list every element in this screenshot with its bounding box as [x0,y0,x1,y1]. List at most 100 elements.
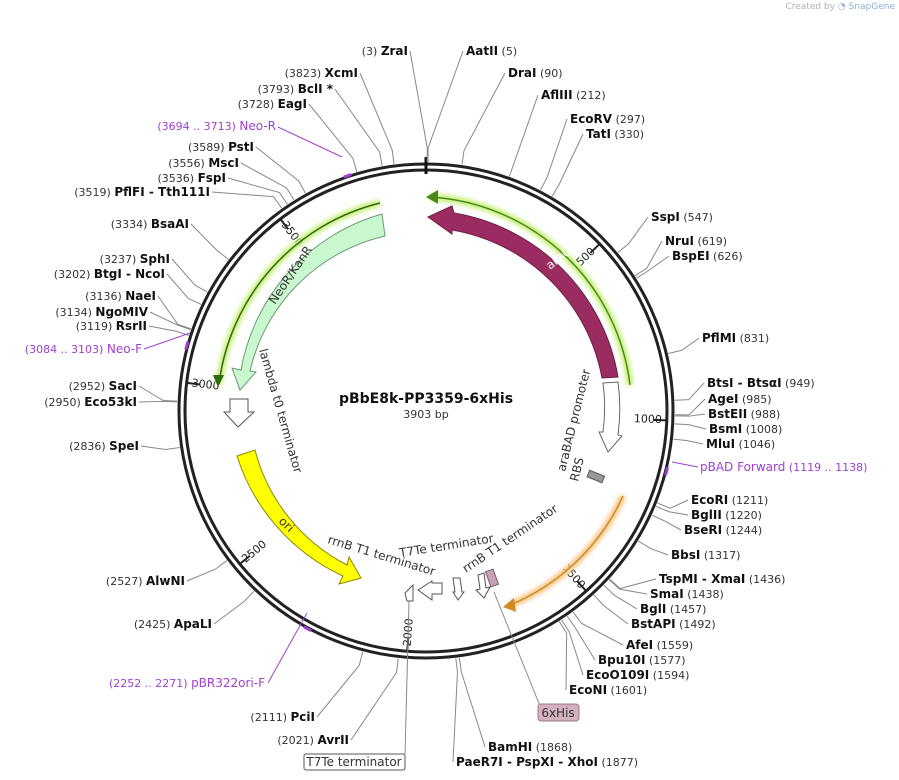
enzyme-site[interactable]: (3136) NaeI [85,289,156,303]
enzyme-site[interactable]: (3556) MscI [168,156,239,170]
enzyme-site[interactable]: (2021) AvrII [277,733,349,747]
primer-binding-mark [343,173,352,179]
enzyme-site[interactable]: AflIII (212) [541,88,606,102]
enzyme-site[interactable]: BglII (1220) [691,508,762,522]
svg-text:SmaI (1438): SmaI (1438) [650,587,724,601]
feature-arac[interactable] [427,205,619,379]
enzyme-site[interactable]: TspMI - XmaI (1436) [659,572,785,586]
enzyme-site[interactable]: (3119) RsrII [76,319,147,333]
primer-site[interactable]: (3084 .. 3103) Neo-F [25,342,142,356]
leader-line [171,258,208,293]
feature-rrnb-t1-terminator-left[interactable] [417,580,443,601]
enzyme-site[interactable]: (3334) BsaAI [111,217,189,231]
enzyme-site[interactable]: (3823) XcmI [285,66,358,80]
enzyme-name: MluI [706,437,735,451]
feature-rrnb-t1-terminator-right[interactable] [475,572,491,599]
svg-text:BbsI (1317): BbsI (1317) [671,548,740,562]
enzyme-site[interactable]: BspEI (626) [672,249,743,263]
enzyme-site[interactable]: EcoRI (1211) [691,493,768,507]
enzyme-site[interactable]: (3793) BclI * [258,82,334,96]
enzyme-site[interactable]: (2111) PciI [250,710,315,724]
enzyme-position: (1559) [653,639,693,652]
enzyme-site[interactable]: TatI (330) [586,127,644,141]
enzyme-site[interactable]: AfeI (1559) [626,638,693,652]
primer-site[interactable]: pBAD Forward (1119 .. 1138) [700,460,867,474]
primer-range: (3084 .. 3103) [25,343,107,356]
enzyme-position: (1008) [742,423,782,436]
enzyme-site[interactable]: (3) ZraI [362,44,408,58]
enzyme-site[interactable]: BtsI - BtsαI (949) [707,376,815,390]
enzyme-name: PciI [291,710,316,724]
enzyme-site[interactable]: (2950) Eco53kI [44,395,137,409]
enzyme-site[interactable]: (3134) NgoMIV [55,305,148,319]
leader-line [558,621,568,691]
enzyme-site[interactable]: (3519) PflFI - Tth111I [74,185,210,199]
enzyme-name: SacI [109,379,137,393]
enzyme-site[interactable]: EcoRV (297) [570,112,645,126]
primer-leader [277,126,343,158]
enzyme-site[interactable]: SspI (547) [651,210,713,224]
svg-text:(3237) SphI: (3237) SphI [100,252,170,266]
enzyme-site[interactable]: EcoO109I (1594) [586,668,689,682]
enzyme-site[interactable]: AgeI (985) [708,392,772,406]
enzyme-site[interactable]: BsmI (1008) [709,422,782,436]
enzyme-site[interactable]: (3536) FspI [158,171,226,185]
primer-binding-mark [664,466,669,476]
enzyme-position: (985) [738,393,771,406]
enzyme-site[interactable]: (3728) EagI [238,97,307,111]
enzyme-site[interactable]: DraI (90) [508,66,563,80]
enzyme-position: (1436) [745,573,785,586]
enzyme-site[interactable]: EcoNI (1601) [569,683,647,697]
enzyme-position: (3136) [85,290,125,303]
enzyme-name: AfeI [626,638,653,652]
enzyme-site[interactable]: (2425) ApaLI [134,617,212,631]
t7te-terminator-badge[interactable] [303,753,406,771]
svg-text:(3134) NgoMIV: (3134) NgoMIV [55,305,148,319]
enzyme-site[interactable]: NruI (619) [665,234,727,248]
feature-t7te-terminator-bottom[interactable] [404,583,414,602]
enzyme-site[interactable]: (2527) AlwNI [106,574,185,588]
svg-text:EcoO109I (1594): EcoO109I (1594) [586,668,689,682]
feature-label-rbs: RBS [567,456,586,483]
feature-ori[interactable] [236,449,362,585]
feature-neor-kanr[interactable] [231,213,386,391]
6xhis-badge[interactable] [537,703,580,722]
primer-site[interactable]: (3694 .. 3713) Neo-R [157,119,276,133]
enzyme-site[interactable]: BamHI (1868) [488,740,572,754]
enzyme-site[interactable]: BstAPI (1492) [631,617,716,631]
enzyme-site[interactable]: (3237) SphI [100,252,170,266]
enzyme-site[interactable]: (3589) PstI [188,140,254,154]
feature-rbs[interactable] [586,469,606,484]
svg-text:(3793) BclI *: (3793) BclI * [258,82,334,96]
svg-text:AflIII (212): AflIII (212) [541,88,606,102]
svg-text:DraI (90): DraI (90) [508,66,563,80]
enzyme-site[interactable]: PaeR7I - PspXI - XhoI (1877) [456,755,638,769]
leader-line [255,146,306,194]
leader-line [593,594,629,625]
enzyme-site[interactable]: BseRI (1244) [684,523,762,537]
enzyme-site[interactable]: MluI (1046) [706,437,775,451]
enzyme-site[interactable]: (3202) BtgI - NcoI [54,267,165,281]
primer-labels: (3694 .. 3713) Neo-R (3084 .. 3103) Neo-F… [25,119,868,690]
enzyme-site[interactable]: (2952) SacI [69,379,137,393]
enzyme-site[interactable]: PflMI (831) [702,331,769,345]
feature-6xhis-box[interactable] [484,568,500,588]
enzyme-site[interactable]: BstEII (988) [708,407,780,421]
enzyme-site[interactable]: BbsI (1317) [671,548,740,562]
feature-arabad-promoter[interactable] [598,381,623,453]
enzyme-labels: (3) ZraI (3823) XcmI (3793) BclI *(3728) E… [44,44,814,769]
enzyme-position: (626) [710,250,743,263]
primer-site[interactable]: (2252 .. 2271) pBR322ori-F [109,676,265,690]
enzyme-site[interactable]: BglI (1457) [640,602,706,616]
enzyme-position: (297) [612,113,645,126]
feature-t7te-terminator-inner[interactable] [452,577,465,601]
enzyme-site[interactable]: SmaI (1438) [650,587,724,601]
enzyme-name: NgoMIV [95,305,148,319]
enzyme-site[interactable]: Bpu10I (1577) [598,653,686,667]
enzyme-name: BamHI [488,740,532,754]
enzyme-site[interactable]: (2836) SpeI [69,439,139,453]
svg-text:pBAD Forward (1119 .. 1138): pBAD Forward (1119 .. 1138) [700,460,867,474]
svg-text:MluI (1046): MluI (1046) [706,437,775,451]
feature-lambda-t0-terminator[interactable] [222,398,256,428]
enzyme-site[interactable]: AatII (5) [466,44,517,58]
